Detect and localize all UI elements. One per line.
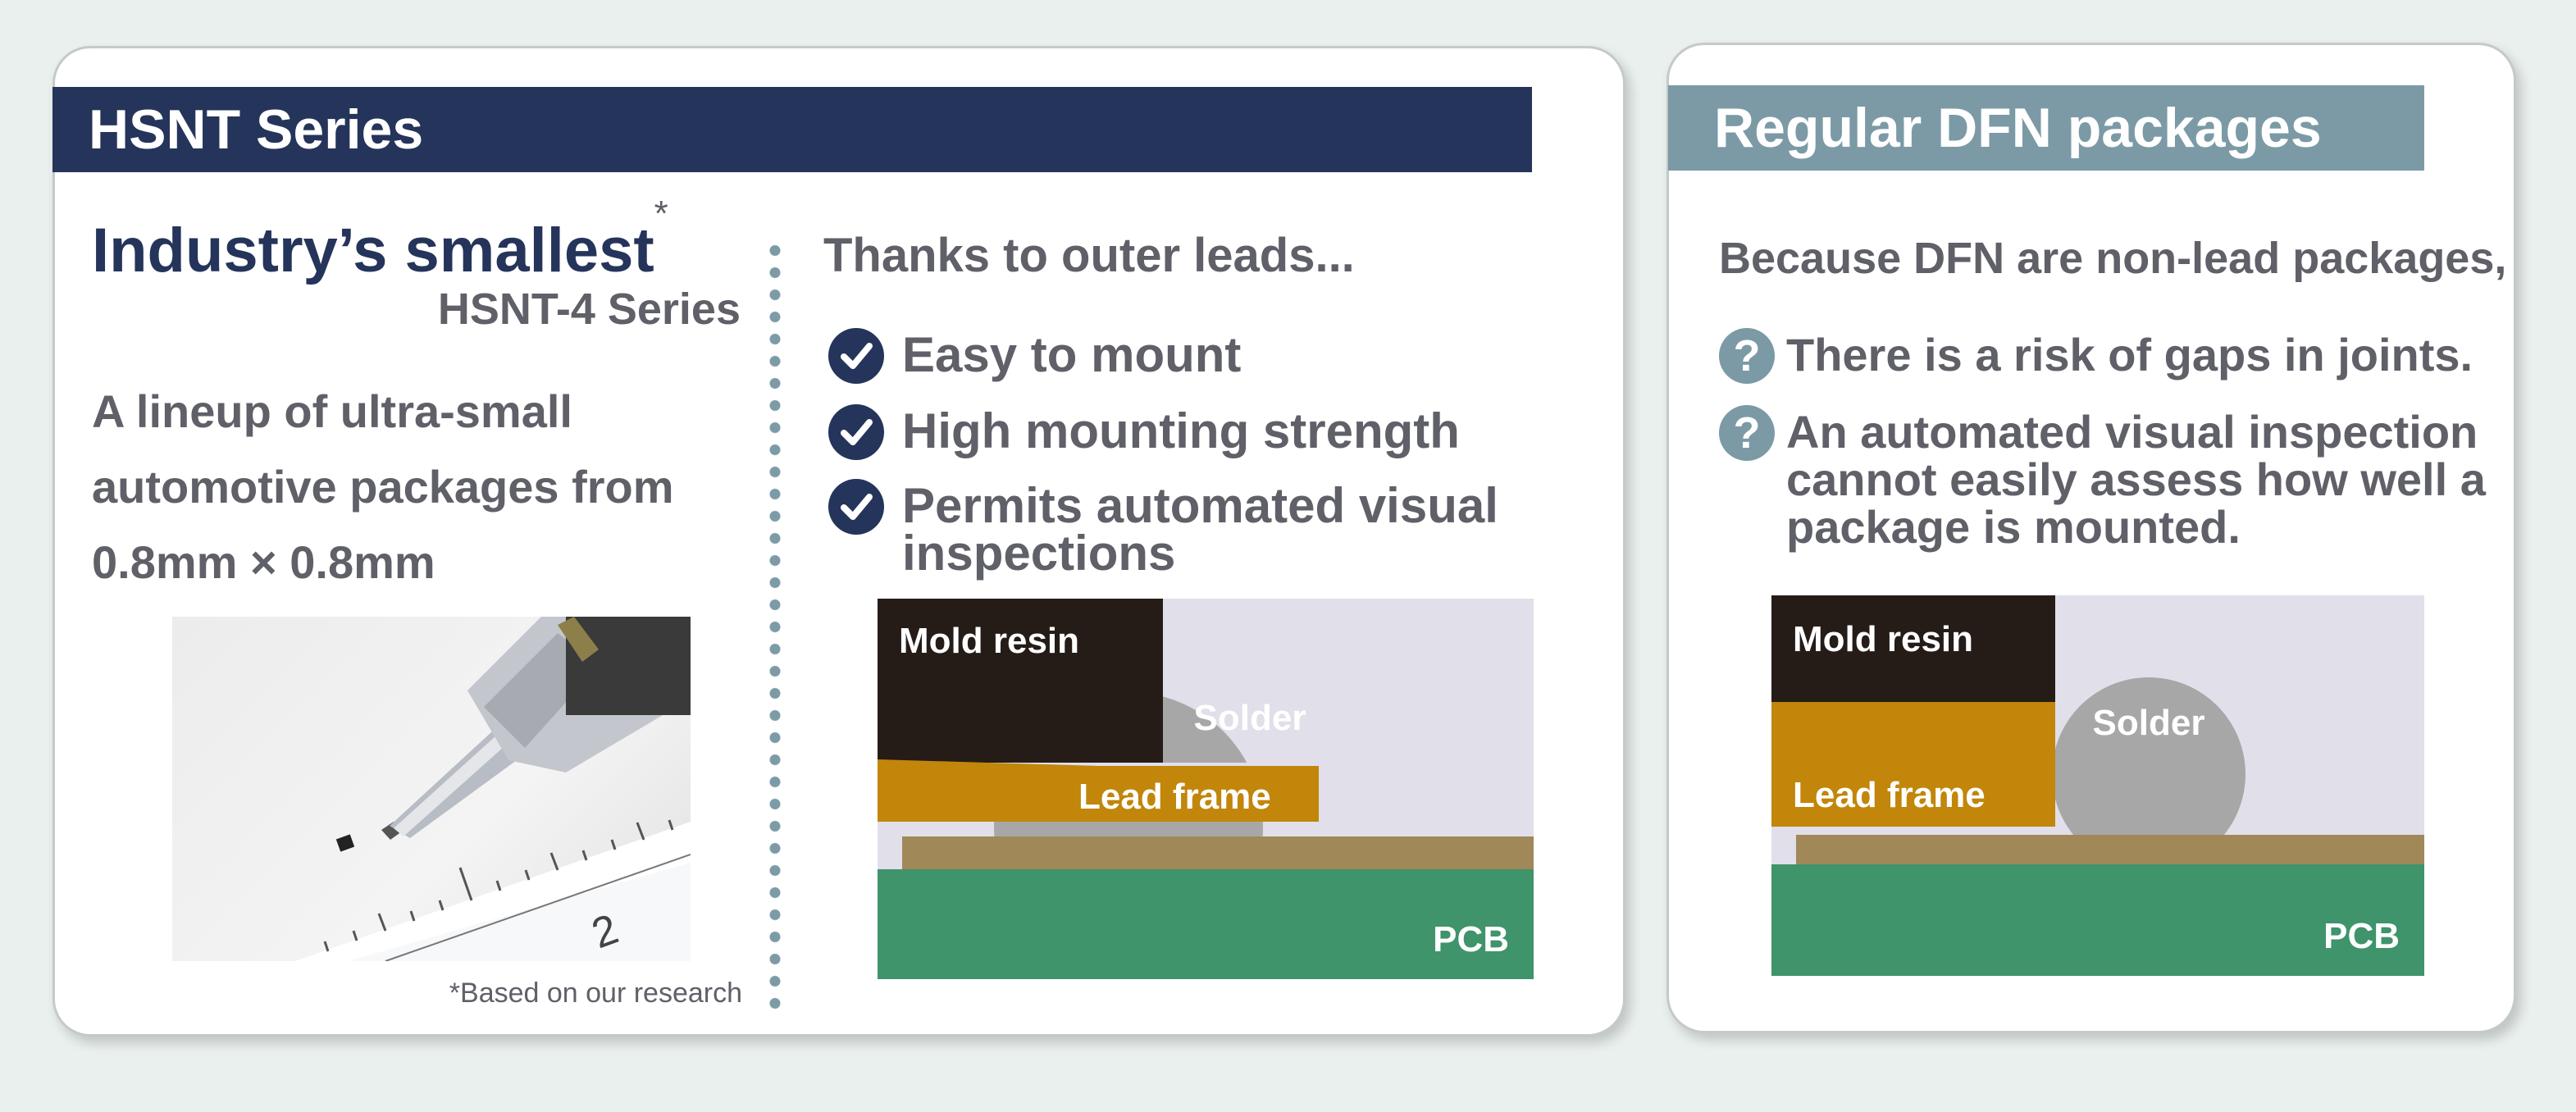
dfn-cross-section-diagram: Mold resin Solder Lead frame PCB (1771, 595, 2424, 976)
lineup-description: A lineup of ultra-small automotive packa… (92, 385, 674, 588)
mold-resin-block (878, 599, 1163, 771)
issue-item: ? There is a risk of gaps in joints. (1719, 328, 2473, 384)
benefit-item: High mounting strength (828, 404, 1460, 460)
lead-frame-block (1771, 702, 2055, 827)
pcb-pad (1796, 835, 2424, 864)
lead-frame-bar (878, 759, 1099, 822)
mold-resin-label: Mold resin (899, 621, 1079, 661)
benefit-item: Permits automated visual inspections (828, 478, 1525, 581)
mold-resin-block (1771, 595, 2055, 702)
hsnt-cross-section-diagram: Mold resin Solder Lead frame PCB (878, 599, 1534, 979)
check-circle-icon (828, 328, 884, 384)
chip-image (335, 834, 355, 852)
issue-item: ? An automated visual inspection cannot … (1719, 405, 2492, 551)
question-circle-icon: ? (1719, 328, 1775, 384)
title-footnote-mark: * (654, 193, 668, 234)
issue-label: An automated visual inspection cannot ea… (1786, 406, 2486, 553)
lead-frame-label: Lead frame (1793, 775, 1986, 815)
check-circle-icon (828, 479, 884, 535)
solder-shape (2052, 677, 2245, 871)
because-heading: Because DFN are non-lead packages, (1719, 234, 2507, 283)
solder-label: Solder (1194, 698, 1306, 738)
pcb-label: PCB (1433, 919, 1509, 959)
hsnt-banner: HSNT Series (52, 87, 1532, 172)
benefit-label: High mounting strength (902, 403, 1460, 458)
issue-label: There is a risk of gaps in joints. (1786, 329, 2473, 381)
pcb-board (1771, 864, 2424, 976)
thanks-heading: Thanks to outer leads... (823, 229, 1355, 282)
check-circle-icon (828, 404, 884, 460)
series-subtitle: HSNT-4 Series (437, 285, 741, 334)
benefit-label: Easy to mount (902, 327, 1242, 382)
benefit-item: Easy to mount (828, 328, 1241, 384)
solder-label: Solder (2093, 703, 2205, 743)
pcb-board (878, 869, 1534, 979)
mechanical-pencil-image (381, 617, 691, 840)
benefit-label: Permits automated visual inspections (902, 478, 1498, 581)
dotted-divider (769, 239, 781, 1010)
ruler-image: 2 (295, 819, 691, 961)
product-photo: 2 (172, 617, 691, 961)
dfn-banner: Regular DFN packages (1668, 85, 2424, 171)
pcb-pad (902, 836, 1534, 869)
question-circle-icon: ? (1719, 405, 1775, 461)
industry-smallest-title: Industry’s smallest* (92, 194, 668, 286)
pcb-label: PCB (2323, 916, 2400, 956)
footnote: *Based on our research (449, 978, 742, 1009)
lead-frame-label: Lead frame (1078, 777, 1271, 817)
mold-resin-label: Mold resin (1793, 619, 1973, 659)
title-text: Industry’s smallest (92, 216, 654, 285)
